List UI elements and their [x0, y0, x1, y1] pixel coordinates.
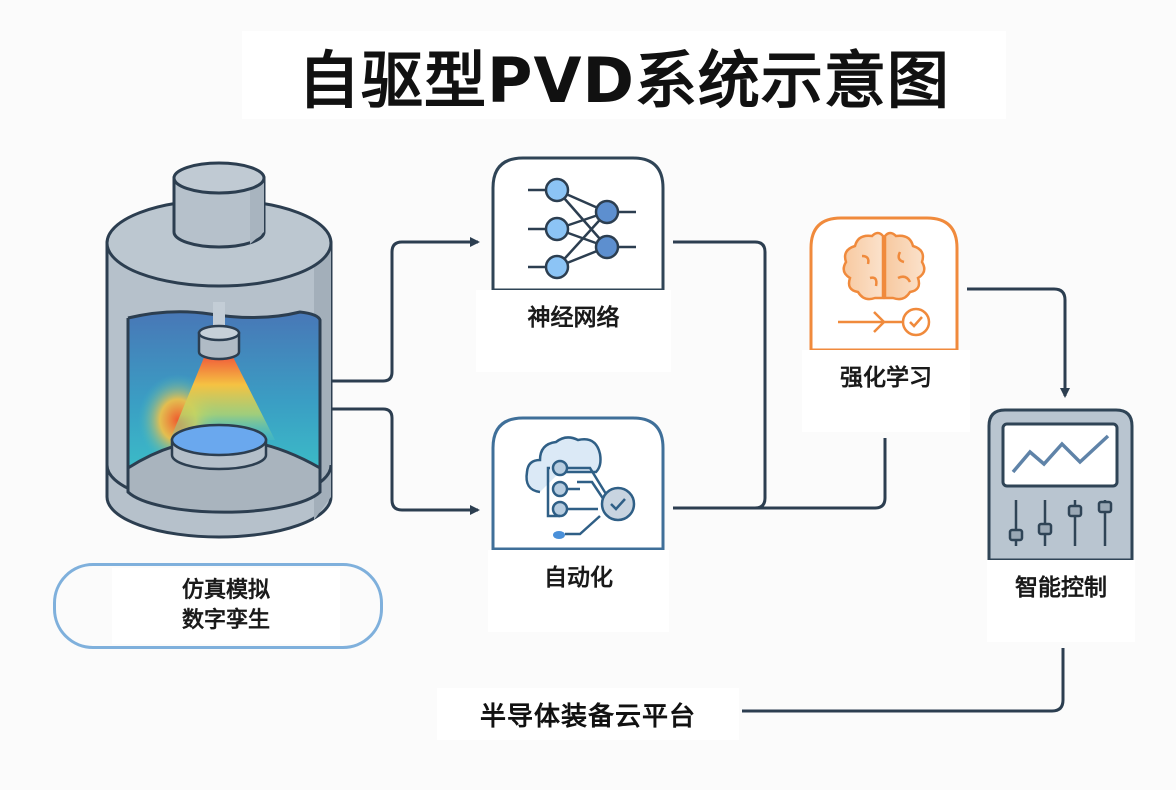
connector-rl-to-control [967, 287, 1070, 398]
control-panel-icon [1001, 422, 1119, 546]
intelligent-control-label: 智能控制 [1015, 575, 1107, 601]
diagram-title: 自驱型PVD系统示意图 [298, 44, 950, 117]
neural-network-label: 神经网络 [527, 305, 620, 331]
simulation-label-box: 仿真模拟 数字孪生 [112, 568, 340, 644]
connector-auto-to-rl [673, 438, 887, 510]
automation-label-box: 自动化 [488, 550, 669, 632]
simulation-label: 仿真模拟 [181, 578, 270, 603]
neural-network-card[interactable] [491, 156, 665, 292]
brain-icon [842, 231, 926, 301]
connector-chamber-to-auto [332, 407, 480, 515]
automation-label: 自动化 [544, 565, 613, 591]
automation-card[interactable] [491, 416, 665, 551]
title-box: 自驱型PVD系统示意图 [242, 31, 1006, 119]
cloud-automation-icon [525, 436, 636, 539]
rl-label-box: 强化学习 [802, 350, 970, 432]
neural-network-label-box: 神经网络 [476, 290, 671, 372]
neural-network-icon [528, 177, 636, 280]
connectors [332, 237, 1070, 713]
cloud-platform-label-box[interactable]: 半导体装备云平台 [437, 688, 739, 740]
reinforcement-learning-label: 强化学习 [840, 365, 932, 391]
control-label-box: 智能控制 [987, 560, 1135, 642]
connector-nn-to-merge [673, 240, 767, 510]
pvd-chamber-icon [105, 161, 333, 539]
digital-twin-label: 数字孪生 [181, 608, 270, 633]
connector-control-to-platform [742, 648, 1065, 713]
goal-arrow-icon [838, 307, 931, 337]
reinforcement-learning-card[interactable] [809, 216, 959, 352]
intelligent-control-card[interactable] [987, 408, 1134, 562]
cloud-platform-label: 半导体装备云平台 [479, 701, 696, 732]
connector-chamber-to-nn [332, 237, 480, 383]
